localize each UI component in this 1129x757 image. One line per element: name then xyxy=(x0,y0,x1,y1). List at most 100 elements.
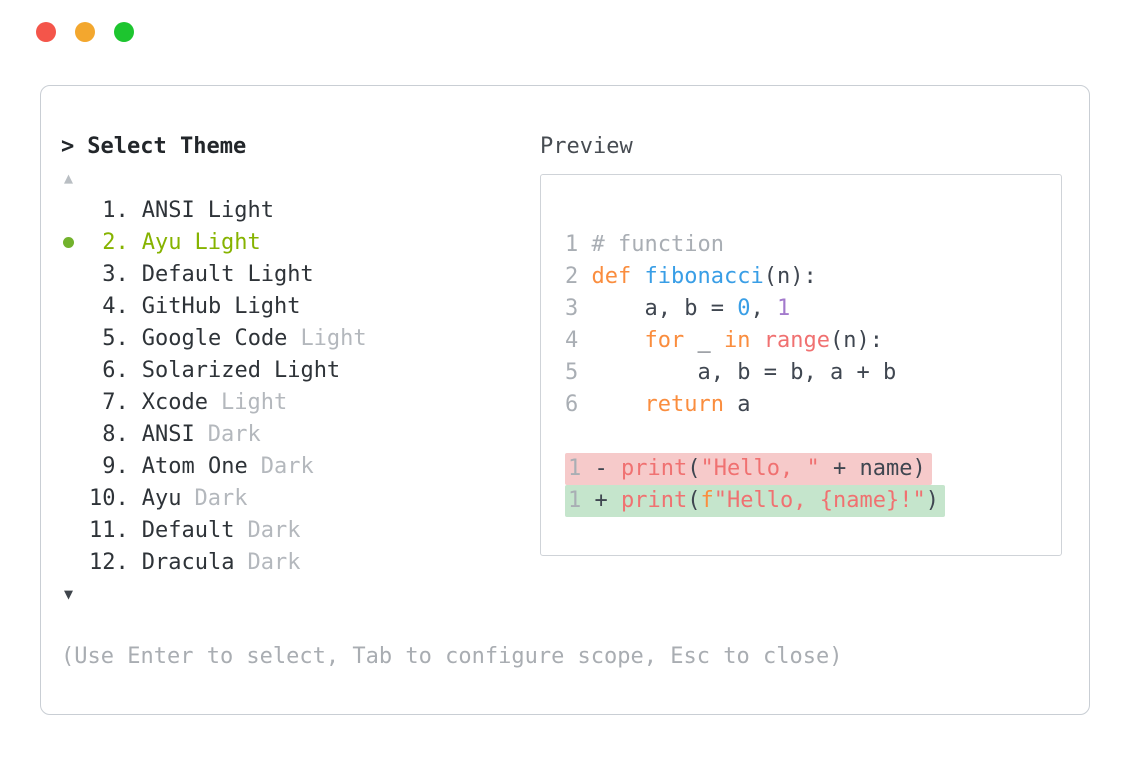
theme-name: ANSI xyxy=(141,197,195,223)
minimize-traffic-light[interactable] xyxy=(75,22,95,42)
theme-list-item[interactable]: 10. Ayu Dark xyxy=(61,482,540,514)
code-line: 1 # function xyxy=(565,229,1061,261)
code-token: + name) xyxy=(819,456,926,481)
theme-number: 1. xyxy=(102,197,129,223)
theme-number: 11. xyxy=(89,517,129,543)
code-token: , xyxy=(750,296,777,321)
dot-placeholder xyxy=(61,418,89,450)
dot-placeholder xyxy=(61,194,89,226)
theme-variant: Light xyxy=(207,197,274,223)
code-token: ) xyxy=(925,488,939,513)
theme-number: 10. xyxy=(89,485,129,511)
selected-dot-icon xyxy=(61,226,89,258)
blank-line xyxy=(565,421,1061,453)
code-token: "Hello, {name}!" xyxy=(713,488,926,513)
line-number: 6 xyxy=(565,392,592,417)
dot-placeholder xyxy=(61,386,89,418)
line-number: 5 xyxy=(565,360,592,385)
theme-number: 12. xyxy=(89,549,129,575)
theme-list-item[interactable]: 9. Atom One Dark xyxy=(61,450,540,482)
diff-sign: + xyxy=(594,488,622,513)
prompt-caret: > xyxy=(61,134,75,159)
theme-variant: Light xyxy=(273,357,341,383)
dot-placeholder xyxy=(61,258,89,290)
code-token: (n): xyxy=(763,264,817,289)
code-line: 6 return a xyxy=(565,389,1061,421)
theme-variant: Light xyxy=(220,389,288,415)
theme-list-item[interactable]: 12. Dracula Dark xyxy=(61,546,540,578)
theme-variant: Dark xyxy=(260,453,314,479)
theme-name: Atom One xyxy=(141,453,248,479)
zoom-traffic-light[interactable] xyxy=(114,22,134,42)
dot-placeholder xyxy=(61,514,89,546)
theme-list-item[interactable]: 1. ANSI Light xyxy=(61,194,540,226)
code-token: return xyxy=(644,392,725,417)
theme-variant: Light xyxy=(234,293,301,319)
code-token: ( xyxy=(687,488,701,513)
theme-list-item[interactable]: 8. ANSI Dark xyxy=(61,418,540,450)
theme-name: ANSI xyxy=(141,421,195,447)
theme-list-item[interactable]: 6. Solarized Light xyxy=(61,354,540,386)
scroll-up-icon: ▲ xyxy=(64,169,74,187)
scroll-down-control[interactable]: ▼ xyxy=(61,578,540,610)
code-token: a, b = b, a + b xyxy=(591,360,897,385)
dot-placeholder xyxy=(61,482,89,514)
preview-label: Preview xyxy=(540,134,633,159)
code-token: range xyxy=(763,328,831,353)
theme-variant: Dark xyxy=(247,549,301,575)
diff-highlight-added: 1 + print(f"Hello, {name}!") xyxy=(565,485,945,517)
theme-number: 6. xyxy=(102,357,129,383)
dot-placeholder xyxy=(61,450,89,482)
theme-variant: Dark xyxy=(247,517,301,543)
theme-name: Xcode xyxy=(141,389,208,415)
scroll-up-control[interactable]: ▲ xyxy=(61,162,540,194)
theme-list-item[interactable]: 11. Default Dark xyxy=(61,514,540,546)
theme-name: GitHub xyxy=(141,293,222,319)
theme-variant: Dark xyxy=(207,421,261,447)
code-token: ( xyxy=(687,456,701,481)
theme-name: Solarized xyxy=(141,357,261,383)
theme-number: 8. xyxy=(102,421,129,447)
close-traffic-light[interactable] xyxy=(36,22,56,42)
code-token xyxy=(592,328,645,353)
theme-name: Default xyxy=(141,517,235,543)
code-token: 0 xyxy=(737,296,751,321)
code-token: print xyxy=(621,488,688,513)
code-line: 5 a, b = b, a + b xyxy=(565,357,1061,389)
code-token: # function xyxy=(591,232,724,257)
theme-variant: Light xyxy=(300,325,367,351)
theme-variant: Light xyxy=(194,229,261,255)
theme-variant: Light xyxy=(247,261,314,287)
code-token: print xyxy=(621,456,688,481)
theme-name: Ayu xyxy=(141,485,182,511)
scroll-down-icon: ▼ xyxy=(64,585,74,603)
theme-name: Dracula xyxy=(141,549,235,575)
dot-placeholder xyxy=(61,546,89,578)
theme-variant: Dark xyxy=(194,485,248,511)
keyboard-hint: (Use Enter to select, Tab to configure s… xyxy=(61,644,843,669)
code-token: for xyxy=(644,328,685,353)
theme-number: 9. xyxy=(102,453,129,479)
code-token: def xyxy=(591,264,645,289)
code-token: f xyxy=(700,488,714,513)
code-token: "Hello, " xyxy=(700,456,820,481)
dot-placeholder xyxy=(61,322,89,354)
code-token: _ xyxy=(684,328,725,353)
code-token xyxy=(751,328,764,353)
line-number: 3 xyxy=(565,296,592,321)
dot-placeholder xyxy=(61,354,89,386)
theme-name: Ayu xyxy=(141,229,182,255)
diff-line-removed: 1 - print("Hello, " + name) xyxy=(565,453,1061,485)
select-theme-header: > Select Theme xyxy=(61,132,540,162)
diff-sign: - xyxy=(594,456,622,481)
